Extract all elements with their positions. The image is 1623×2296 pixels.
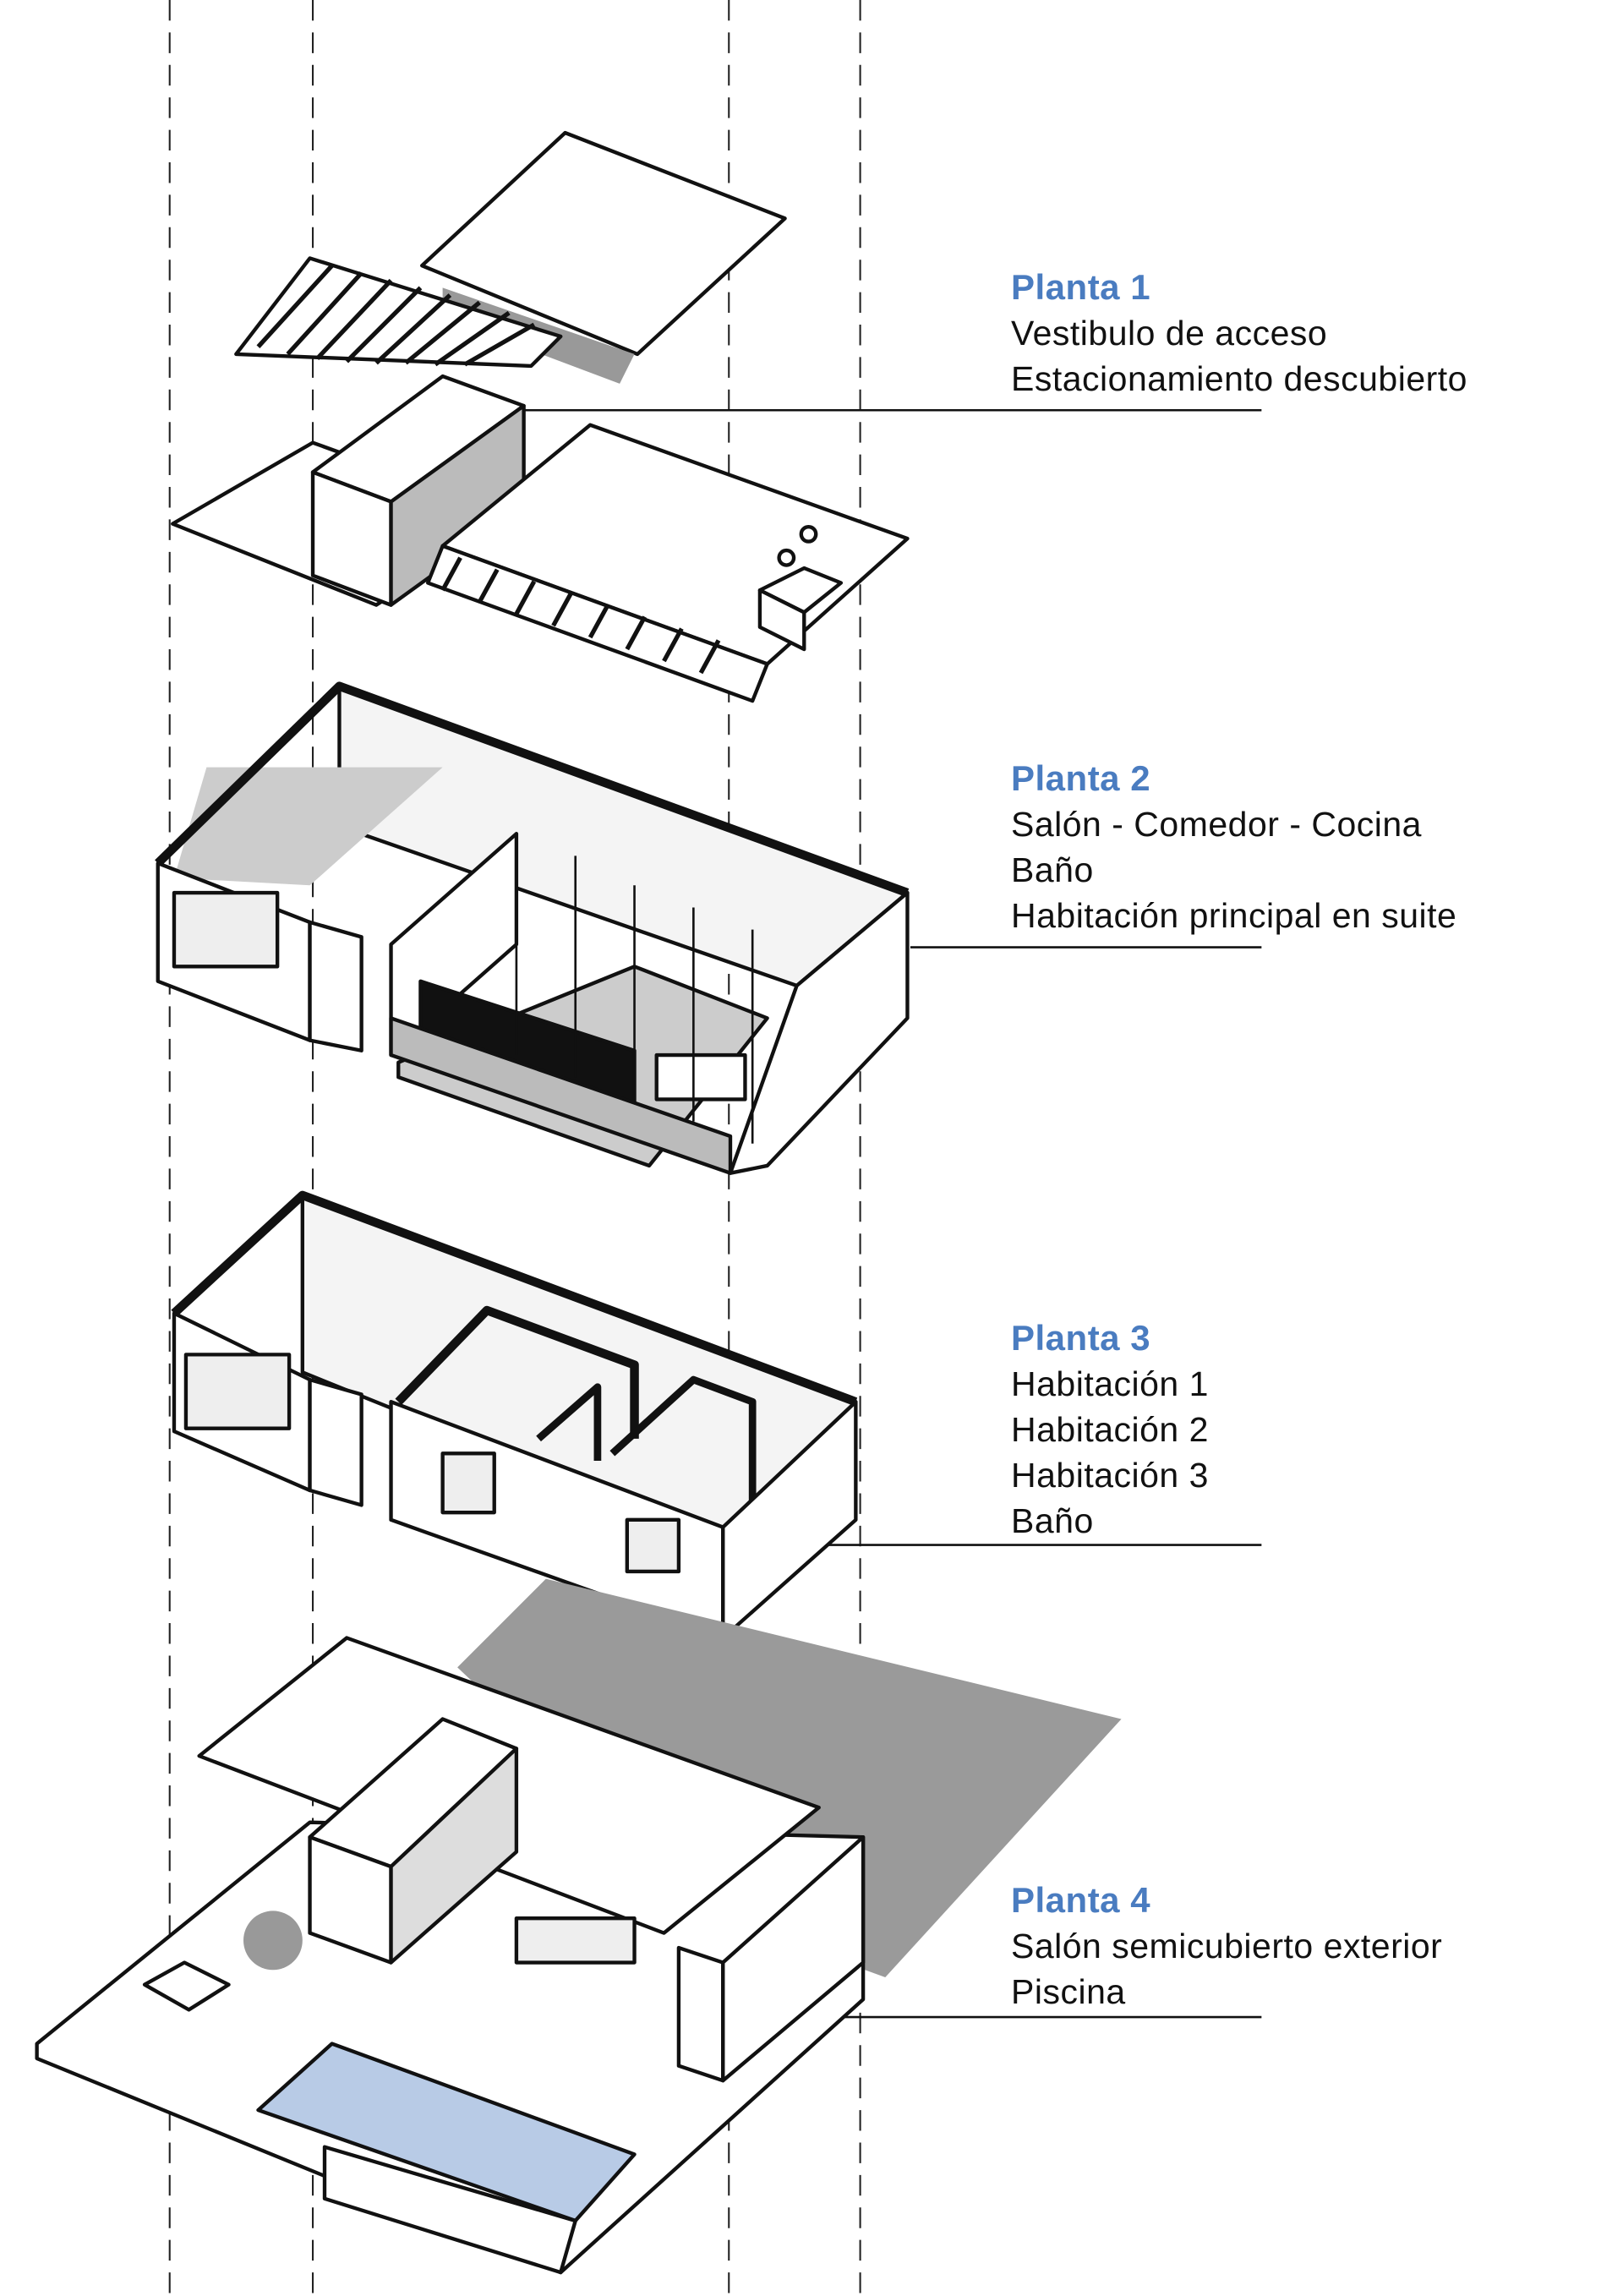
planta-1-drawing — [171, 130, 910, 703]
floor-item: Salón - Comedor - Cocina — [1011, 805, 1422, 844]
leader-lines — [525, 408, 1262, 2019]
planta-2-drawing — [155, 681, 910, 1175]
floor-item: Vestibulo de acceso — [1011, 314, 1328, 353]
floor-item: Salón semicubierto exterior — [1011, 1927, 1443, 1965]
floor-item: Estacionamiento descubierto — [1011, 359, 1467, 398]
floor-label-planta-2: Planta 2 Salón - Comedor - Cocina Baño H… — [1011, 756, 1456, 938]
floor-item: Habitación 3 — [1011, 1456, 1209, 1495]
floor-label-planta-1: Planta 1 Vestibulo de acceso Estacionami… — [1011, 265, 1467, 402]
planta-3-drawing — [171, 1190, 858, 1640]
floor-item: Habitación principal en suite — [1011, 896, 1457, 935]
pool — [256, 2042, 637, 2223]
floor-label-planta-4: Planta 4 Salón semicubierto exterior Pis… — [1011, 1878, 1442, 2014]
floor-label-planta-3: Planta 3 Habitación 1 Habitación 2 Habit… — [1011, 1315, 1209, 1544]
floor-item: Baño — [1011, 850, 1094, 889]
floor-title: Planta 1 — [1011, 267, 1151, 307]
floor-title: Planta 4 — [1011, 1880, 1151, 1920]
floor-item: Piscina — [1011, 1972, 1126, 2011]
floor-title: Planta 2 — [1011, 758, 1151, 798]
floor-item: Baño — [1011, 1501, 1094, 1540]
floor-item: Habitación 1 — [1011, 1364, 1209, 1403]
floor-item: Habitación 2 — [1011, 1410, 1209, 1449]
planta-4-drawing — [35, 1578, 1122, 2275]
floor-title: Planta 3 — [1011, 1318, 1151, 1358]
